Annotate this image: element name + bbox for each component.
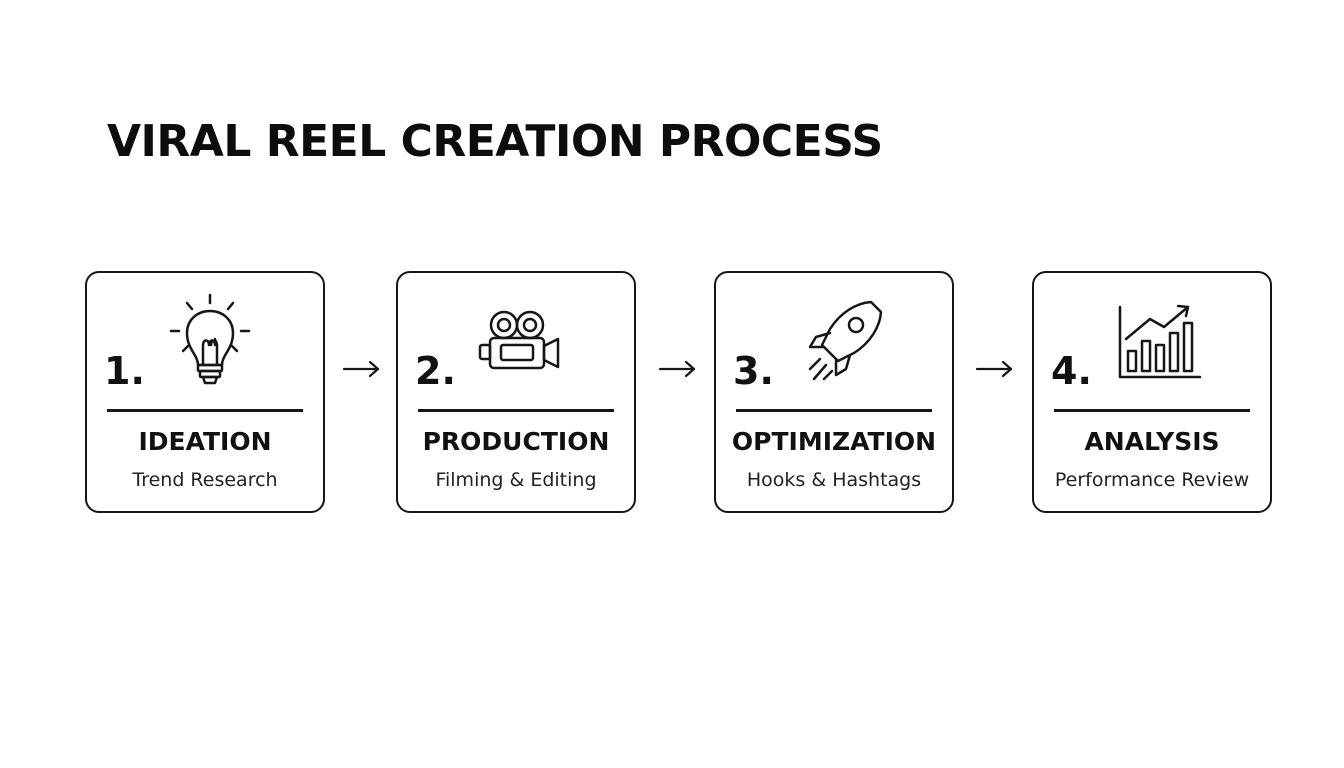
video-camera-icon (474, 293, 564, 393)
page-title: VIRAL REEL CREATION PROCESS (107, 116, 883, 167)
step-label: OPTIMIZATION (731, 427, 937, 456)
arrow-right-icon (342, 358, 382, 380)
divider (736, 409, 932, 412)
step-card-production: 2. PRODUCTION Filming & Editing (396, 271, 636, 513)
arrow-right-icon (658, 358, 698, 380)
step-subtitle: Performance Review (1054, 469, 1250, 491)
step-number: 1. (104, 349, 145, 393)
step-number: 4. (1051, 349, 1092, 393)
step-label: IDEATION (138, 427, 272, 456)
step-card-optimization: 3. OPTIMIZATION Hooks & Hashtags (714, 271, 954, 513)
step-label: PRODUCTION (422, 427, 610, 456)
step-number: 2. (415, 349, 456, 393)
step-subtitle: Trend Research (132, 469, 278, 491)
arrow-right-icon (975, 358, 1015, 380)
divider (418, 409, 614, 412)
step-card-analysis: 4. ANALYSIS Performance Review (1032, 271, 1272, 513)
divider (1054, 409, 1250, 412)
divider (107, 409, 303, 412)
lightbulb-icon (165, 293, 255, 393)
step-subtitle: Hooks & Hashtags (746, 469, 922, 491)
step-subtitle: Filming & Editing (435, 469, 597, 491)
rocket-icon (798, 293, 888, 393)
step-number: 3. (733, 349, 774, 393)
step-label: ANALYSIS (1084, 427, 1220, 456)
bar-chart-growth-icon (1114, 293, 1204, 393)
step-card-ideation: 1. IDEATION Trend Research (85, 271, 325, 513)
